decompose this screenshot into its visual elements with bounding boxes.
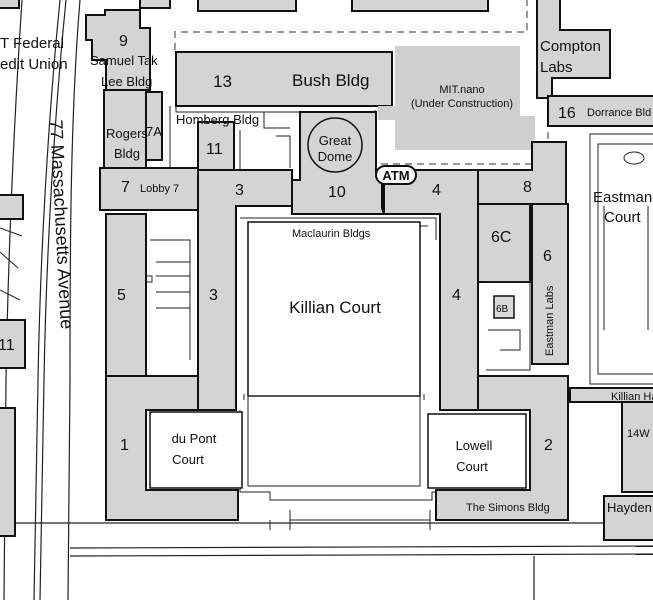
killian-hall[interactable]	[569, 387, 653, 403]
dorrance-bldg-label: Dorrance Bld	[587, 107, 651, 119]
maclaurin-bldgs-label: Maclaurin Bldgs	[292, 228, 371, 240]
lowell-court-label-line1: Lowell	[456, 438, 493, 453]
simons-bldg-label: The Simons Bldg	[466, 502, 550, 514]
credit-union-label-line1: T Federal	[0, 35, 64, 52]
building-13-number: 13	[213, 72, 232, 91]
mit-nano-label-line2: (Under Construction)	[411, 98, 513, 110]
building-4-top-number: 4	[432, 182, 441, 199]
killian-court-label: Killian Court	[289, 298, 381, 317]
building-6b-area	[486, 281, 531, 371]
building-6c-label: 6C	[491, 229, 511, 246]
rogers-bldg-label-line1: Rogers	[106, 126, 148, 141]
building-9[interactable]	[85, 9, 151, 91]
eastman-court-label-line2: Court	[604, 209, 642, 226]
building-16-number: 16	[558, 105, 576, 122]
compton-labs-label-line2: Labs	[540, 59, 573, 76]
top-left-buildings	[0, 0, 26, 537]
building-5[interactable]	[105, 213, 147, 377]
building-11-number: 11	[206, 141, 223, 158]
building-7-number: 7	[121, 179, 130, 196]
du-pont-court-label-line1: du Pont	[172, 431, 217, 446]
building-1[interactable]	[105, 375, 239, 521]
eastman-court-label-line1: Eastman	[593, 189, 652, 206]
building-11-left-number: 11	[0, 337, 15, 354]
building-7a[interactable]	[145, 91, 163, 161]
eastman-labs-label: Eastman Labs	[544, 285, 556, 356]
building-6b[interactable]	[493, 295, 515, 319]
building-14w[interactable]	[621, 401, 653, 493]
rogers-bldg-label-line2: Bldg	[114, 146, 140, 161]
samuel-tak-lee-label-line1: Samuel Tak	[90, 53, 158, 68]
killian-court[interactable]	[239, 221, 436, 501]
homberg-building	[169, 106, 300, 172]
building-3-mid-number: 3	[209, 287, 218, 304]
building-4-mid-number: 4	[452, 287, 461, 304]
killian-hall-label: Killian Ha	[611, 391, 653, 403]
compton-labs[interactable]	[536, 0, 611, 99]
great-dome-label-line2: Dome	[318, 149, 353, 164]
building-5-number: 5	[117, 287, 126, 304]
building-16[interactable]	[547, 95, 653, 127]
mit-nano-label-line1: MIT.nano	[439, 84, 484, 96]
building-6b-label: 6B	[496, 304, 509, 315]
atm-marker[interactable]: ATM	[375, 165, 417, 185]
building-3-top-number: 3	[235, 182, 244, 199]
credit-union-label-line2: edit Union	[0, 56, 68, 73]
lowell-court-label-line2: Court	[456, 459, 488, 474]
building-6c[interactable]	[477, 203, 531, 283]
lowell-court[interactable]	[427, 413, 527, 489]
top-buildings	[139, 0, 528, 50]
building-8-number: 8	[523, 179, 532, 196]
building-6-number: 6	[543, 248, 552, 265]
building-6[interactable]	[531, 203, 569, 365]
bush-bldg-label: Bush Bldg	[292, 71, 370, 90]
building-14w-label: 14W	[627, 428, 650, 440]
building-10-number: 10	[328, 184, 346, 201]
hayden-label: Hayden	[607, 500, 652, 515]
samuel-tak-lee-label-line2: Lee Bldg	[101, 74, 152, 89]
memorial-drive-road	[0, 522, 653, 600]
building-7a-label: 7A	[146, 124, 162, 139]
great-dome-label-line1: Great	[319, 133, 352, 148]
great-dome[interactable]	[307, 117, 363, 173]
eastman-court	[589, 133, 653, 385]
lobby-7-label: Lobby 7	[140, 183, 179, 195]
building-1-number: 1	[120, 437, 129, 454]
homberg-bldg-label: Homberg Bldg	[176, 112, 259, 127]
hayden-library[interactable]	[603, 495, 653, 541]
building-2-number: 2	[544, 437, 553, 454]
atm-label: ATM	[382, 168, 409, 183]
du-pont-court-label-line2: Court	[172, 452, 204, 467]
walkways	[243, 394, 431, 530]
compton-labs-label-line1: Compton	[540, 38, 601, 55]
building-8[interactable]	[477, 141, 567, 207]
building-9-number: 9	[119, 33, 128, 50]
building-5-courtyard	[146, 239, 191, 360]
du-pont-court[interactable]	[149, 411, 243, 489]
building-2[interactable]	[435, 375, 569, 521]
